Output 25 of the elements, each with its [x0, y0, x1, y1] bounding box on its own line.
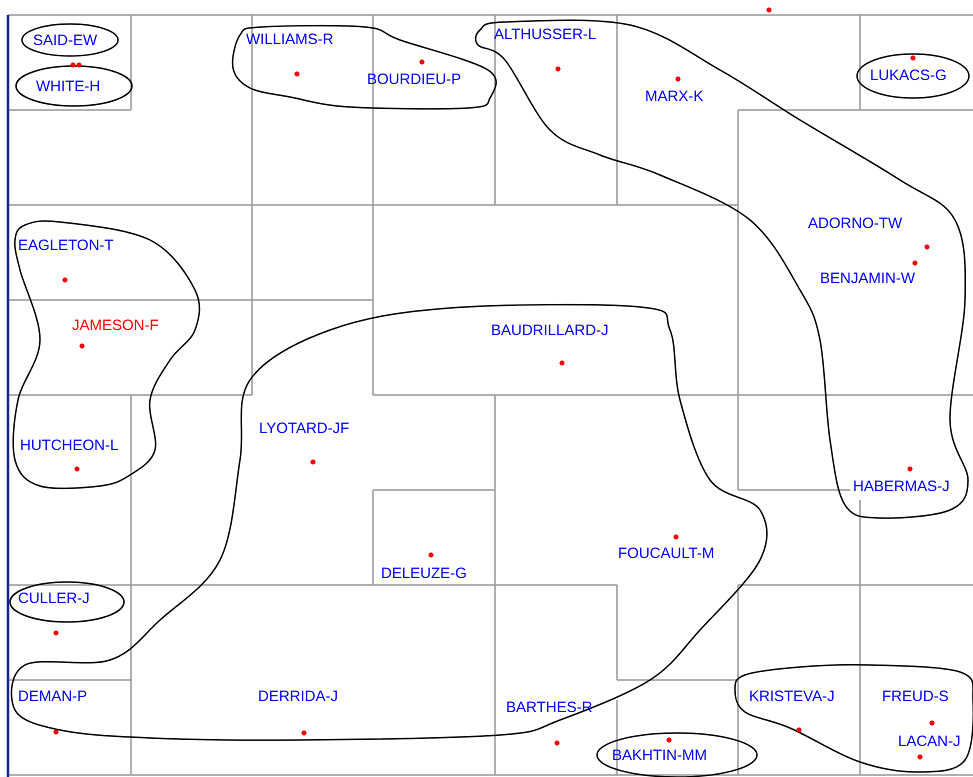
author-label: LUKACS-G: [870, 67, 947, 84]
author-label: BARTHES-R: [506, 699, 592, 716]
author-label: EAGLETON-T: [18, 237, 114, 254]
author-label: WHITE-H: [36, 78, 100, 95]
author-label: DELEUZE-G: [381, 565, 467, 582]
author-label: FOUCAULT-M: [618, 545, 714, 562]
author-label: DEMAN-P: [18, 688, 88, 705]
author-label: BAKHTIN-MM: [612, 747, 707, 764]
author-label: JAMESON-F: [72, 317, 159, 334]
author-label: LYOTARD-JF: [259, 420, 350, 437]
author-label: BAUDRILLARD-J: [491, 322, 609, 339]
author-label: ALTHUSSER-L: [494, 26, 596, 43]
author-label: HUTCHEON-L: [20, 437, 118, 454]
author-label: BOURDIEU-P: [367, 71, 462, 88]
author-label: ADORNO-TW: [808, 215, 902, 232]
author-label: WILLIAMS-R: [246, 31, 334, 48]
author-label: SAID-EW: [33, 32, 98, 49]
author-label: CULLER-J: [18, 590, 90, 607]
author-label: LACAN-J: [898, 733, 961, 750]
author-label: MARX-K: [645, 88, 704, 105]
author-label: HABERMAS-J: [853, 478, 950, 495]
author-label: FREUD-S: [882, 688, 949, 705]
author-label: KRISTEVA-J: [749, 688, 835, 705]
author-label: BENJAMIN-W: [820, 270, 915, 287]
author-label: DERRIDA-J: [258, 688, 338, 705]
